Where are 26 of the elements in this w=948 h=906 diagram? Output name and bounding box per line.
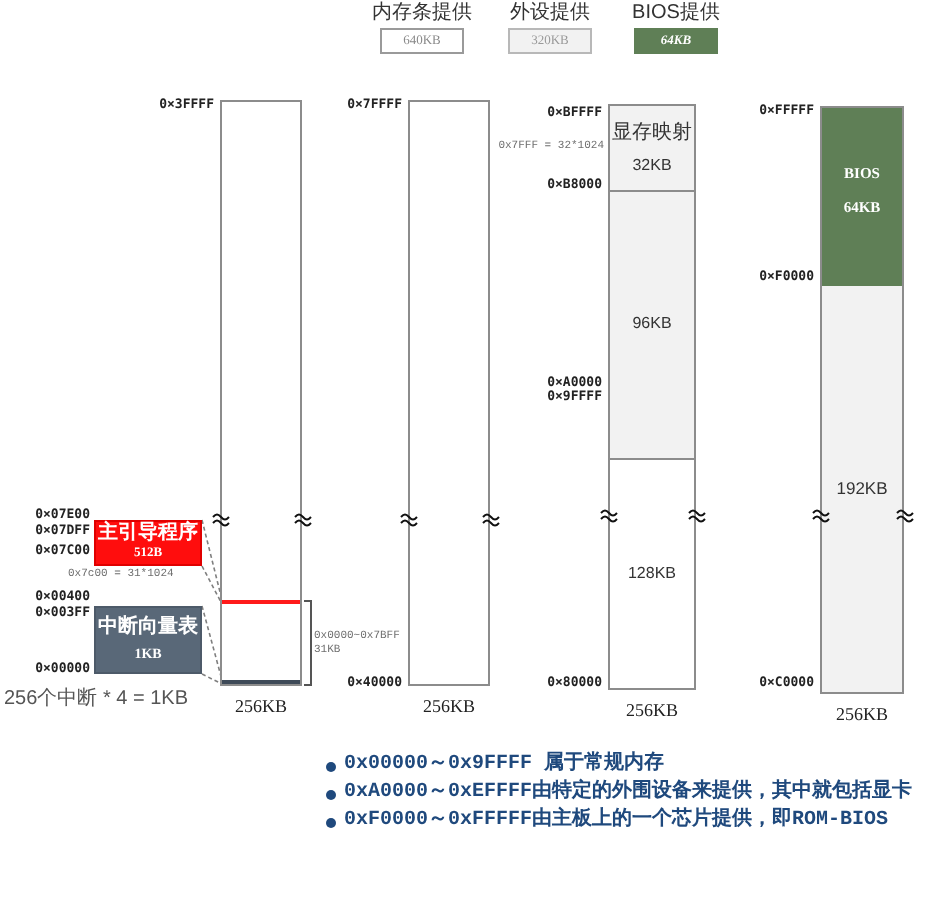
column-size-caption: 256KB (625, 700, 678, 720)
region-size: 128KB (627, 565, 677, 583)
legend-heading: 内存条提供 (372, 2, 472, 26)
legend-heading: BIOS提供 (632, 2, 720, 26)
legend-heading: 外设提供 (510, 2, 590, 26)
memory-region (822, 286, 902, 692)
callout-line (201, 605, 223, 685)
memory-region (610, 106, 694, 192)
callout-line (201, 519, 223, 605)
memory-region (822, 108, 902, 286)
bullet-text: 0xF0000～0xFFFFF由主板上的一个芯片提供，即ROM-BIOS (344, 810, 889, 834)
memory-block (94, 520, 202, 566)
note-label: 256个中断 * 4 = 1KB (4, 688, 188, 712)
region-size: 32KB (632, 157, 672, 175)
memory-region (610, 192, 694, 460)
column-size-caption: 256KB (234, 696, 287, 716)
bullet-text: 0xA0000～0xEFFFF由特定的外围设备来提供，其中就包括显卡 (344, 782, 913, 806)
region-size: 96KB (632, 316, 672, 334)
region-size: 192KB (836, 479, 888, 499)
block-title: 中断向量表 (98, 618, 198, 640)
column-size-caption: 256KB (422, 696, 475, 716)
column-size-caption: 256KB (835, 704, 888, 724)
block-title: 主引导程序 (98, 524, 198, 546)
memory-block (94, 606, 202, 674)
bullet-text: 0x00000～0x9FFFF 属于常规内存 (344, 754, 665, 778)
region-title: 显存映射 (612, 121, 692, 144)
